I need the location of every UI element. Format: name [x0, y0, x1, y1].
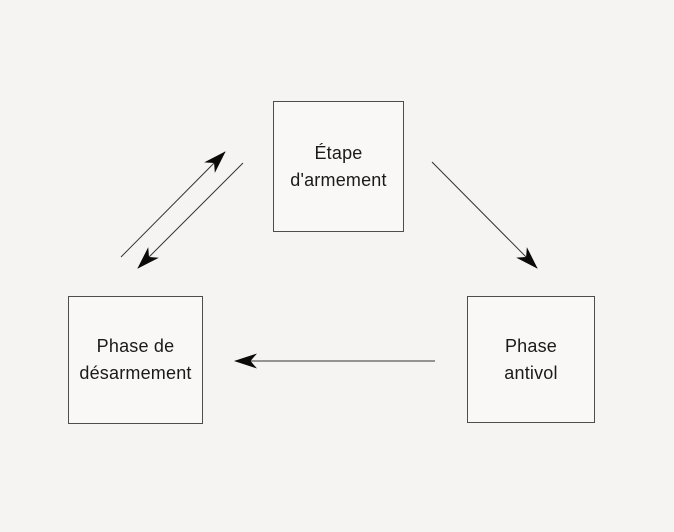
- node-label-line: d'armement: [290, 169, 387, 190]
- node-label-line: désarmement: [79, 363, 192, 383]
- edge-desarmement-to-armement: [120, 151, 226, 258]
- node-label-line: antivol: [504, 362, 558, 383]
- node-label-line: Phase de: [96, 336, 175, 356]
- edge-armement-to-antivol: [431, 161, 538, 269]
- node-etape-armement: Étape d'armement: [273, 101, 404, 232]
- node-phase-antivol: Phase antivol: [467, 296, 595, 423]
- node-label-line: Étape: [314, 142, 363, 163]
- node-phase-desarmement: Phase de désarmement: [68, 296, 203, 424]
- edge-armement-to-desarmement: [137, 162, 244, 269]
- node-label-line: Phase: [504, 335, 558, 356]
